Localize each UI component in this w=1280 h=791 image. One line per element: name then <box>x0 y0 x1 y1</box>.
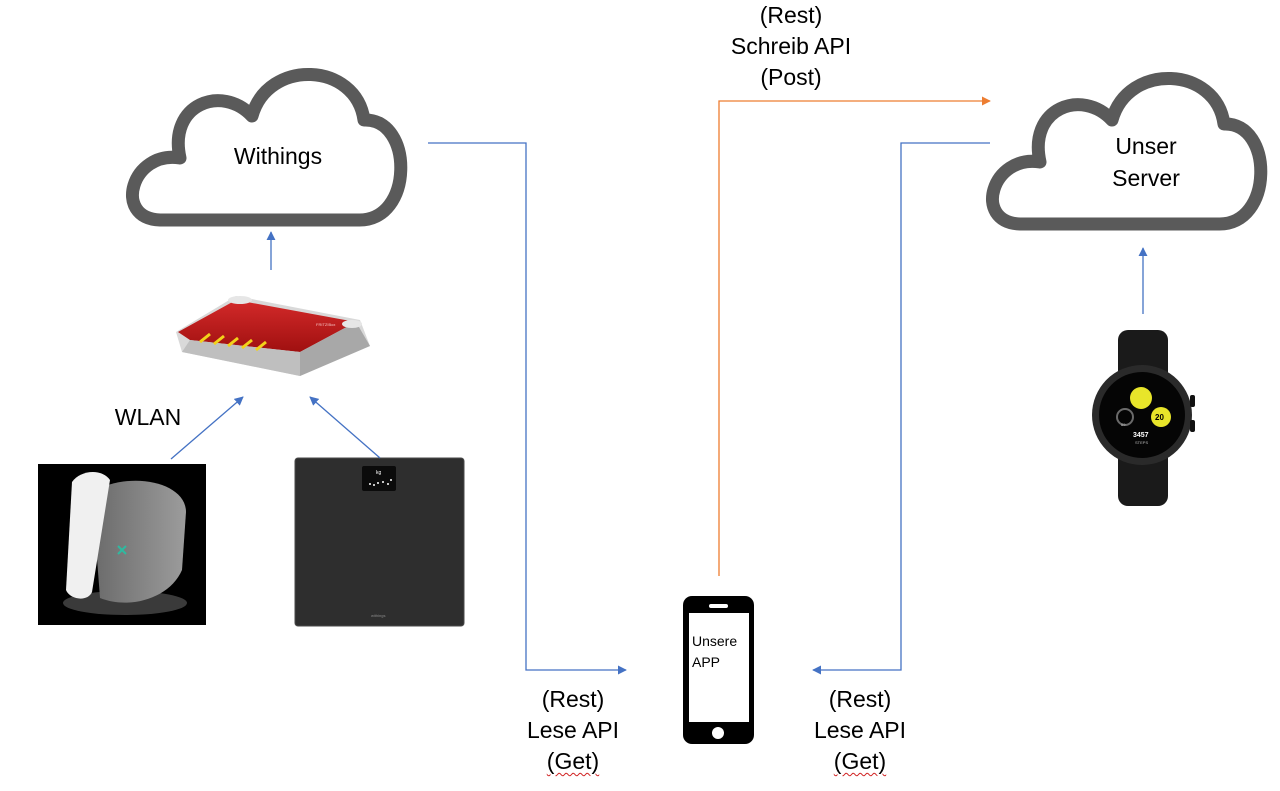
smartwatch-image <box>1092 330 1195 506</box>
blood-pressure-monitor-image <box>38 464 206 625</box>
watch-left-value: 89 <box>1121 422 1126 427</box>
arrow-app-to-server <box>718 96 991 576</box>
watch-right-value: 20 <box>1155 413 1164 422</box>
withings-cloud-shape <box>126 67 408 227</box>
router-brand-text: FRITZ!Box <box>316 322 335 327</box>
router-image <box>176 296 370 376</box>
arrow-withings-to-app <box>428 142 627 675</box>
watch-steps-value: 3457 <box>1133 432 1149 439</box>
arrow-server-to-app <box>812 142 990 675</box>
read-api-left-line2: Lese API <box>526 717 620 743</box>
write-api-line2: Schreib API <box>730 33 852 59</box>
phone-app-label: Unsere APP <box>692 631 750 673</box>
watch-steps-label: STEPS <box>1135 440 1148 445</box>
phone-app-line1: Unsere <box>692 633 738 649</box>
phone-image <box>683 596 754 744</box>
arrow-scale-to-router <box>309 396 381 459</box>
server-cloud-label: Unser Server <box>1076 130 1216 194</box>
read-api-left-line1: (Rest) <box>541 686 605 712</box>
read-api-right-line1: (Rest) <box>828 686 892 712</box>
read-api-right-line2: Lese API <box>813 717 907 743</box>
read-api-right-label: (Rest) Lese API (Get) <box>800 684 920 777</box>
read-api-right-line3: (Get) <box>833 748 887 774</box>
server-label-line2: Server <box>1112 165 1180 191</box>
server-cloud-shape <box>986 71 1268 231</box>
arrow-cuff-to-router <box>170 396 244 460</box>
scale-brand-text: withings <box>371 613 385 618</box>
write-api-line3: (Post) <box>760 64 822 90</box>
read-api-left-line3: (Get) <box>546 748 600 774</box>
write-api-label: (Rest) Schreib API (Post) <box>701 0 881 93</box>
write-api-line1: (Rest) <box>759 2 823 28</box>
phone-app-line2: APP <box>692 654 721 670</box>
server-label-line1: Unser <box>1115 133 1177 159</box>
read-api-left-label: (Rest) Lese API (Get) <box>513 684 633 777</box>
wlan-label: WLAN <box>114 404 182 430</box>
withings-cloud-label: Withings <box>233 143 323 169</box>
scale-image <box>294 457 465 627</box>
scale-unit-text: kg <box>376 470 382 476</box>
